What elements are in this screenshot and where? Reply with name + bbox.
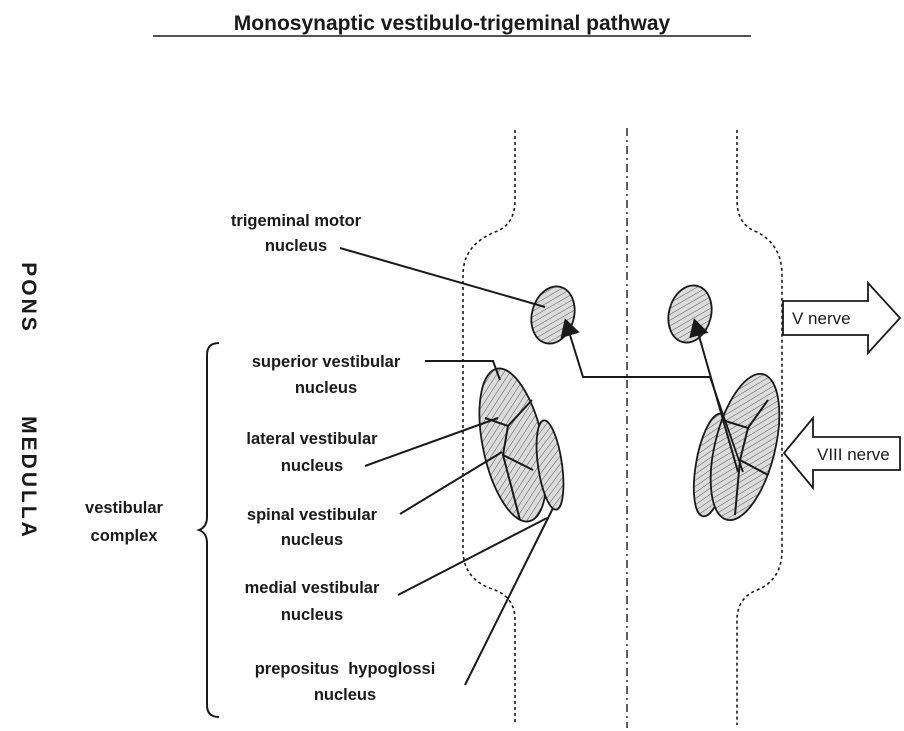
vestibular-complex-left xyxy=(467,362,568,527)
trigeminal-motor-leader xyxy=(340,248,545,307)
lateral-vestibular-leader xyxy=(365,418,498,466)
viii-nerve-arrow: VIII nerve xyxy=(784,418,900,488)
lateral-vestibular-label-line1: lateral vestibular xyxy=(246,430,378,448)
medulla-label: MEDULLA xyxy=(17,416,40,540)
diagram-title: Monosynaptic vestibulo-trigeminal pathwa… xyxy=(234,12,671,35)
superior-vestibular-label-line2: nucleus xyxy=(295,379,357,397)
trigeminal-motor-nucleus-right xyxy=(662,281,718,348)
lateral-vestibular-label-line2: nucleus xyxy=(281,457,343,475)
prepositus-label-line2: nucleus xyxy=(314,686,376,704)
spinal-vestibular-label-line2: nucleus xyxy=(281,531,343,549)
v-nerve-label: V nerve xyxy=(792,309,851,328)
trigeminal-motor-nucleus-left xyxy=(525,282,581,349)
vestibular-complex-label-line2: complex xyxy=(91,527,159,545)
medial-vestibular-leader xyxy=(398,518,547,595)
spinal-vestibular-label-line1: spinal vestibular xyxy=(247,506,378,524)
medial-vestibular-label-line1: medial vestibular xyxy=(245,579,380,597)
spinal-vestibular-leader xyxy=(400,452,502,514)
vestibular-complex-label-line1: vestibular xyxy=(85,499,164,517)
trigeminal-motor-label-line2: nucleus xyxy=(265,237,327,255)
superior-vestibular-label-line1: superior vestibular xyxy=(252,353,401,371)
vestibular-complex-right xyxy=(687,367,792,527)
medial-vestibular-label-line2: nucleus xyxy=(281,606,343,624)
v-nerve-arrow: V nerve xyxy=(783,283,900,353)
vestibular-complex-bracket xyxy=(199,343,219,717)
pons-label: PONS xyxy=(17,262,40,334)
prepositus-leader xyxy=(465,508,553,685)
trigeminal-motor-label-line1: trigeminal motor xyxy=(231,212,362,230)
viii-nerve-label: VIII nerve xyxy=(817,445,890,464)
prepositus-label-line1: prepositus hypoglossi xyxy=(255,660,436,678)
